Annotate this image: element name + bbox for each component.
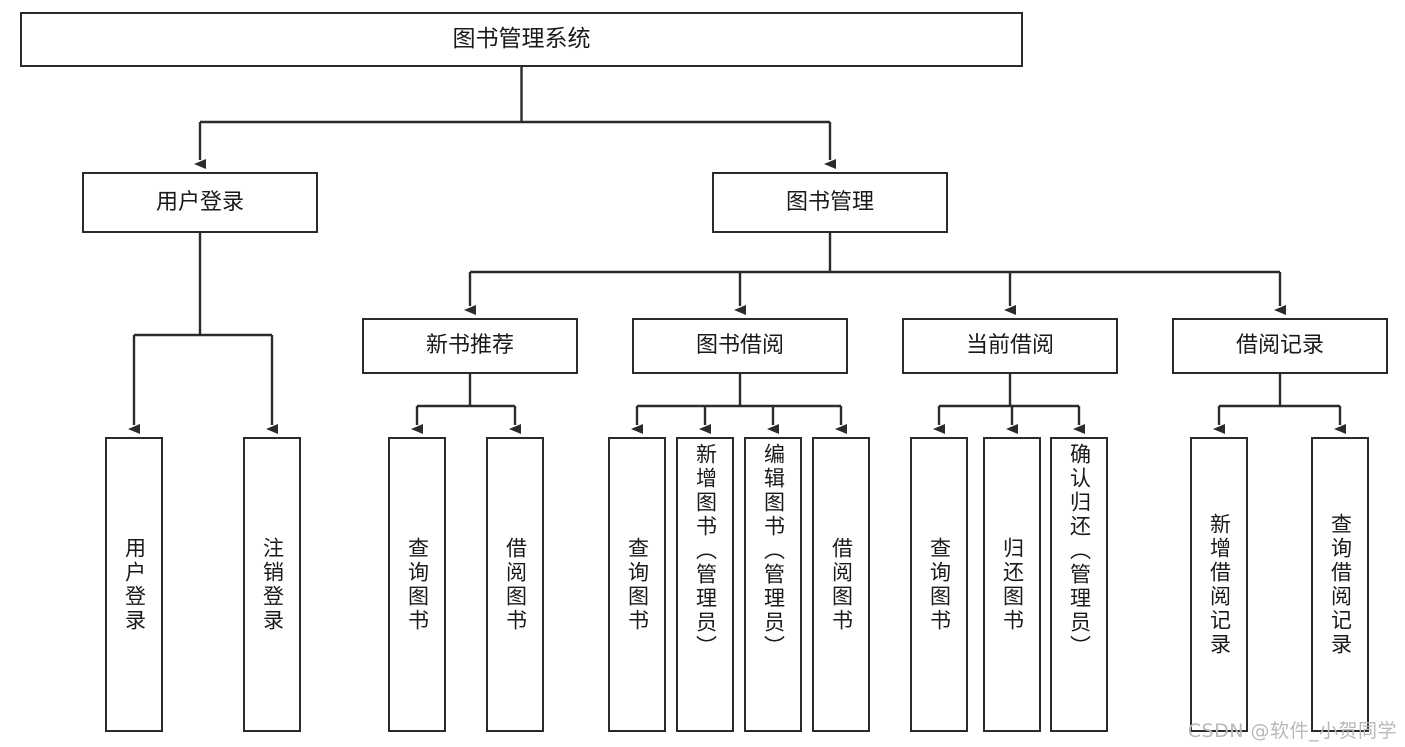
node-label: 新增图书（管理员）: [693, 443, 718, 659]
node-l_user_login[interactable]: 用户登录: [105, 437, 163, 732]
node-label: 图书管理系统: [452, 26, 591, 53]
node-new_book_rec[interactable]: 新书推荐: [362, 318, 578, 374]
node-l_borrow_book_1[interactable]: 借阅图书: [486, 437, 544, 732]
node-label: 确认归还（管理员）: [1067, 443, 1092, 659]
node-label: 当前借阅: [965, 333, 1054, 359]
node-l_add_book[interactable]: 新增图书（管理员）: [676, 437, 734, 732]
node-user_login[interactable]: 用户登录: [82, 172, 318, 233]
node-l_query_book_2[interactable]: 查询图书: [608, 437, 666, 732]
node-l_return_book[interactable]: 归还图书: [983, 437, 1041, 732]
node-label: 查询借阅记录: [1328, 512, 1353, 657]
node-label: 查询图书: [927, 536, 952, 633]
node-label: 图书管理: [785, 189, 874, 215]
node-l_add_log[interactable]: 新增借阅记录: [1190, 437, 1248, 732]
node-root[interactable]: 图书管理系统: [20, 12, 1023, 67]
node-l_edit_book[interactable]: 编辑图书（管理员）: [744, 437, 802, 732]
node-label: 查询图书: [625, 536, 650, 633]
node-label: 用户登录: [122, 536, 147, 633]
node-l_borrow_book_2[interactable]: 借阅图书: [812, 437, 870, 732]
node-label: 借阅图书: [503, 536, 528, 633]
node-label: 图书借阅: [695, 333, 784, 359]
node-cur_borrow[interactable]: 当前借阅: [902, 318, 1118, 374]
node-label: 新增借阅记录: [1207, 512, 1232, 657]
node-label: 注销登录: [260, 536, 285, 633]
node-label: 用户登录: [155, 189, 244, 215]
node-label: 借阅图书: [829, 536, 854, 633]
node-label: 编辑图书（管理员）: [761, 443, 786, 659]
node-l_confirm_ret[interactable]: 确认归还（管理员）: [1050, 437, 1108, 732]
node-borrow_log[interactable]: 借阅记录: [1172, 318, 1388, 374]
node-book_borrow[interactable]: 图书借阅: [632, 318, 848, 374]
node-label: 借阅记录: [1235, 333, 1324, 359]
node-label: 新书推荐: [425, 333, 514, 359]
node-l_query_book_3[interactable]: 查询图书: [910, 437, 968, 732]
watermark-text: CSDN @软件_小贺同学: [1187, 720, 1397, 742]
node-book_mgmt[interactable]: 图书管理: [712, 172, 948, 233]
node-l_query_book_1[interactable]: 查询图书: [388, 437, 446, 732]
node-label: 查询图书: [405, 536, 430, 633]
node-l_user_logout[interactable]: 注销登录: [243, 437, 301, 732]
node-label: 归还图书: [1000, 536, 1025, 633]
node-l_query_log[interactable]: 查询借阅记录: [1311, 437, 1369, 732]
